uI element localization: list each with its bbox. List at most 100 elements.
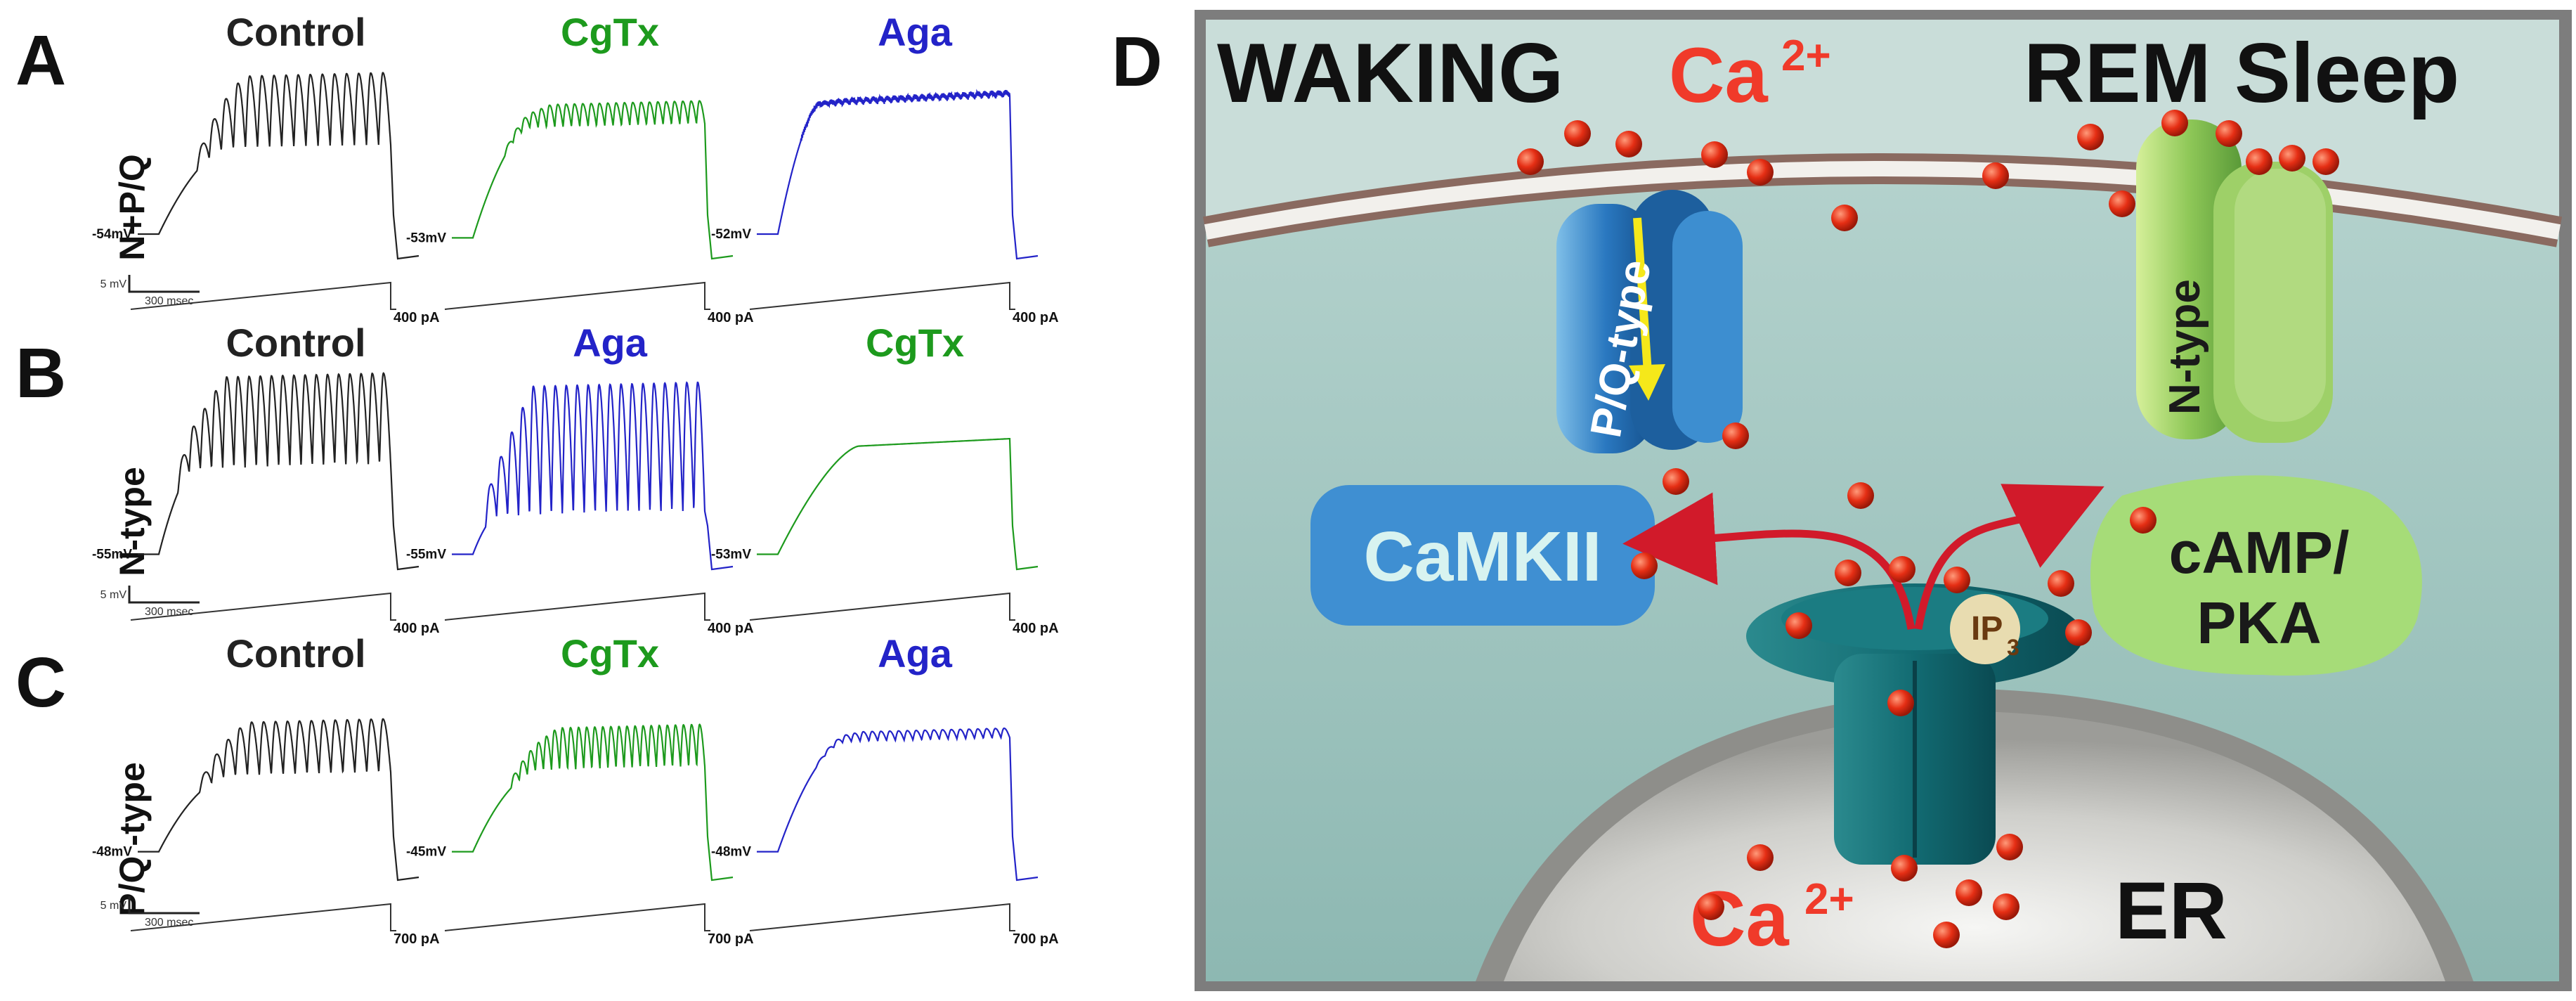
camkii-box — [1310, 485, 1655, 626]
voltage-trace — [757, 727, 1039, 881]
current-label: 400 pA — [708, 310, 754, 325]
ca-top-label: Ca — [1669, 32, 1768, 119]
calcium-ion — [1722, 422, 1749, 449]
condition-label: Control — [226, 10, 365, 54]
resting-potential-label: -55mV — [92, 548, 132, 562]
condition-label: CgTx — [561, 631, 659, 676]
calcium-ion — [2312, 148, 2339, 175]
camp-pka-blob — [2090, 475, 2422, 676]
calcium-ion — [1517, 148, 1544, 175]
scale-bar — [128, 896, 200, 915]
current-label: 400 pA — [393, 621, 440, 636]
calcium-ion — [2109, 190, 2135, 217]
panel-b-letter: B — [15, 334, 66, 413]
calcium-ion — [2130, 507, 2157, 534]
panel-d-letter: D — [1112, 22, 1162, 101]
calcium-ion — [2216, 120, 2242, 147]
current-ramp — [130, 281, 396, 310]
calcium-ion — [1631, 553, 1658, 579]
pq-flux-arrowhead — [1629, 364, 1665, 401]
calcium-ion — [2246, 148, 2272, 175]
resting-potential-label: -54mV — [92, 227, 132, 242]
current-label: 400 pA — [1013, 621, 1059, 636]
voltage-trace — [757, 89, 1039, 260]
current-label: 400 pA — [1013, 310, 1059, 325]
calcium-ion — [1698, 893, 1724, 920]
calcium-ion — [1996, 834, 2023, 860]
voltage-trace — [757, 438, 1039, 571]
calcium-ion — [1956, 879, 1982, 906]
calcium-ion — [1663, 468, 1689, 495]
calcium-ion — [1847, 482, 1874, 509]
trace-panel: Aga -55mV 400 pA — [406, 321, 754, 636]
calcium-ion — [1747, 159, 1774, 186]
er-label: ER — [2115, 866, 2227, 956]
current-label: 700 pA — [708, 931, 754, 947]
row-label: P/Q -type — [112, 762, 152, 916]
current-ramp — [130, 592, 396, 621]
current-ramp — [130, 903, 396, 931]
voltage-trace — [452, 100, 734, 260]
pq-subunit-back — [1672, 211, 1743, 443]
resting-potential-label: -55mV — [406, 548, 446, 562]
calcium-ion — [1887, 690, 1914, 716]
calcium-ion — [1944, 567, 1970, 593]
scale-time-label: 300 msec — [145, 917, 193, 929]
calcium-ion — [2161, 110, 2188, 136]
calcium-ion — [1889, 556, 1915, 583]
current-ramp — [444, 281, 710, 310]
voltage-trace — [138, 72, 419, 260]
calcium-ion — [1747, 844, 1774, 871]
row-label: N-type — [112, 467, 152, 576]
trace-panel: CgTx -45mV 700 pA — [406, 631, 754, 947]
panel-d-diagram: P/Q-type N-type CaMKII cAMP/ PKA IP 3 — [1195, 10, 2572, 991]
scale-bar — [128, 275, 200, 293]
condition-label: Aga — [573, 321, 648, 365]
calcium-ion — [1701, 141, 1728, 168]
calcium-ion — [1993, 893, 2019, 920]
calcium-ion — [1564, 120, 1591, 147]
n-channel-label: N-type — [2161, 279, 2209, 415]
voltage-trace — [138, 372, 419, 571]
panel-a-letter: A — [15, 21, 66, 100]
current-ramp — [749, 903, 1015, 931]
voltage-trace — [138, 718, 419, 881]
plasma-membrane-core — [1204, 161, 2561, 240]
current-label: 400 pA — [708, 621, 754, 636]
scale-time-label: 300 msec — [145, 295, 193, 307]
scale-voltage-label: 5 mV — [100, 278, 127, 290]
trace-panel: CgTx -53mV 400 pA — [406, 10, 754, 325]
scale-bar — [128, 586, 200, 604]
arrow-to-camp-pka — [1914, 484, 2105, 630]
scale-time-label: 300 msec — [145, 606, 193, 618]
calcium-ion — [2077, 124, 2104, 150]
calcium-ion — [1835, 560, 1861, 586]
calcium-ion — [1891, 855, 1918, 881]
current-ramp — [749, 592, 1015, 621]
ca-top-superscript: 2+ — [1781, 32, 1831, 80]
resting-potential-label: -45mV — [406, 845, 446, 860]
resting-potential-label: -48mV — [92, 845, 132, 860]
n-type-channel: N-type — [2136, 120, 2333, 443]
camp-label: cAMP/ — [2169, 519, 2350, 586]
current-ramp — [444, 903, 710, 931]
n-subunit-front — [2235, 169, 2326, 422]
calcium-ion — [2048, 570, 2074, 597]
condition-label: Aga — [878, 631, 953, 676]
condition-label: Control — [226, 631, 365, 676]
voltage-trace — [452, 381, 734, 571]
resting-potential-label: -48mV — [711, 845, 751, 860]
camkii-label: CaMKII — [1364, 517, 1602, 596]
calcium-ions — [1517, 110, 2339, 948]
condition-label: CgTx — [866, 321, 964, 365]
condition-label: CgTx — [561, 10, 659, 54]
calcium-ion — [1831, 205, 1858, 231]
calcium-ion — [1933, 922, 1960, 948]
resting-potential-label: -53mV — [406, 231, 446, 245]
